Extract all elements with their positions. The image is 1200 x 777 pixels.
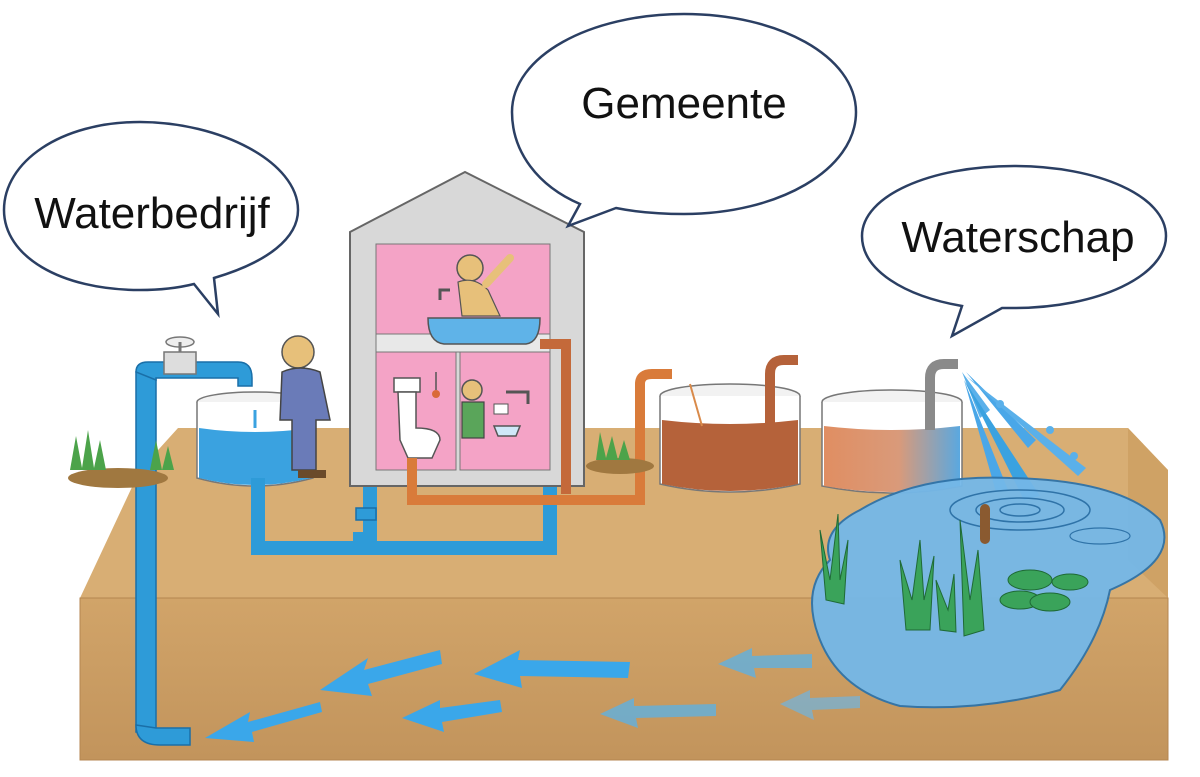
sink-icon — [461, 379, 530, 439]
bubble-waterschap: Waterschap — [860, 164, 1168, 339]
groundwater-arrow-icon — [402, 700, 502, 732]
grass-tuft-middle — [586, 432, 654, 474]
groundwater-arrow-icon — [474, 650, 630, 688]
bathtub-icon — [427, 254, 541, 345]
groundwater-arrow-icon — [320, 650, 442, 696]
label-waterbedrijf: Waterbedrijf — [34, 189, 270, 238]
treatment-tank-icon — [821, 359, 963, 494]
groundwater-arrow-icon — [600, 698, 716, 728]
vertical-well-pipe — [135, 371, 157, 733]
bubble-waterbedrijf: Waterbedrijf — [2, 120, 300, 319]
worker-figure — [279, 335, 331, 478]
toilet-icon — [393, 372, 441, 459]
groundwater-arrow-icon — [205, 702, 322, 742]
bubble-gemeente: Gemeente — [510, 12, 858, 229]
pond-icon — [811, 476, 1166, 709]
house-icon — [349, 170, 585, 487]
label-gemeente: Gemeente — [581, 79, 786, 128]
groundwater-arrows — [205, 648, 860, 742]
well-pipe — [135, 336, 253, 746]
well-pipe-bottom — [135, 724, 191, 746]
groundwater-arrow-icon — [718, 648, 812, 678]
lily-pad-icon — [999, 569, 1089, 612]
grass-tuft-left — [68, 430, 174, 488]
reed-icon — [819, 504, 990, 637]
groundwater-arrow-icon — [780, 690, 860, 720]
label-waterschap: Waterschap — [901, 213, 1134, 262]
fountain-icon — [962, 372, 1086, 500]
sewage-tank-icon — [659, 355, 801, 493]
tap-valve — [163, 351, 197, 375]
